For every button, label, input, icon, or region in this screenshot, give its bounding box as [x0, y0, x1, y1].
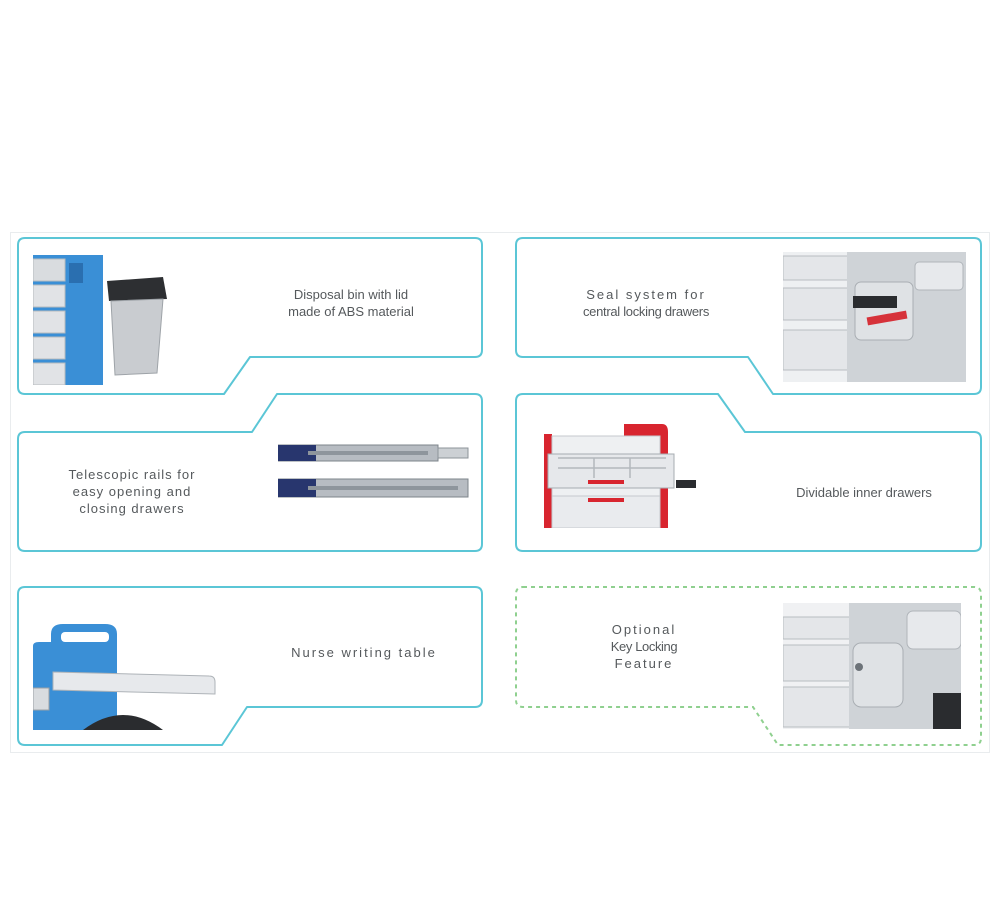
feature-label-disposal-bin: Disposal bin with lid made of ABS materi… [256, 286, 446, 320]
feature-line: Disposal bin with lid [293, 287, 409, 302]
feature-label-writing-table: Nurse writing table [266, 644, 462, 661]
feature-label-telescopic-rails: Telescopic rails for easy opening and cl… [48, 466, 216, 517]
key-lock-illustration [783, 603, 961, 729]
feature-line: easy opening and [72, 484, 192, 499]
feature-line: Nurse writing table [291, 645, 437, 660]
card-frame-writing-table [17, 586, 483, 746]
dividable-drawers-illustration [544, 424, 696, 528]
feature-line: Dividable inner drawers [796, 485, 932, 500]
feature-label-dividable-drawers: Dividable inner drawers [762, 484, 966, 501]
feature-panel [10, 232, 990, 753]
seal-system-illustration [783, 252, 966, 382]
feature-line: Optional [611, 622, 677, 637]
disposal-bin-illustration [33, 255, 167, 385]
feature-label-seal-system: Seal system for central locking drawers [548, 286, 744, 320]
card-frame-key-locking [515, 586, 982, 746]
writing-table-illustration [33, 624, 216, 730]
telescopic-rails-illustration [278, 444, 469, 498]
feature-line: Key Locking [610, 639, 678, 654]
card-frame-dividable-drawers [515, 393, 982, 552]
feature-label-key-locking: Optional Key Locking Feature [576, 621, 712, 672]
feature-line: closing drawers [79, 501, 185, 516]
card-frame-seal-system [515, 237, 982, 395]
feature-line: Seal system for [586, 287, 706, 302]
feature-line: made of ABS material [288, 304, 414, 319]
feature-line: central locking drawers [582, 304, 710, 319]
feature-line: Telescopic rails for [68, 467, 196, 482]
card-frame-telescopic-rails [17, 393, 483, 552]
feature-line: Feature [614, 656, 674, 671]
card-frame-disposal-bin [17, 237, 483, 395]
